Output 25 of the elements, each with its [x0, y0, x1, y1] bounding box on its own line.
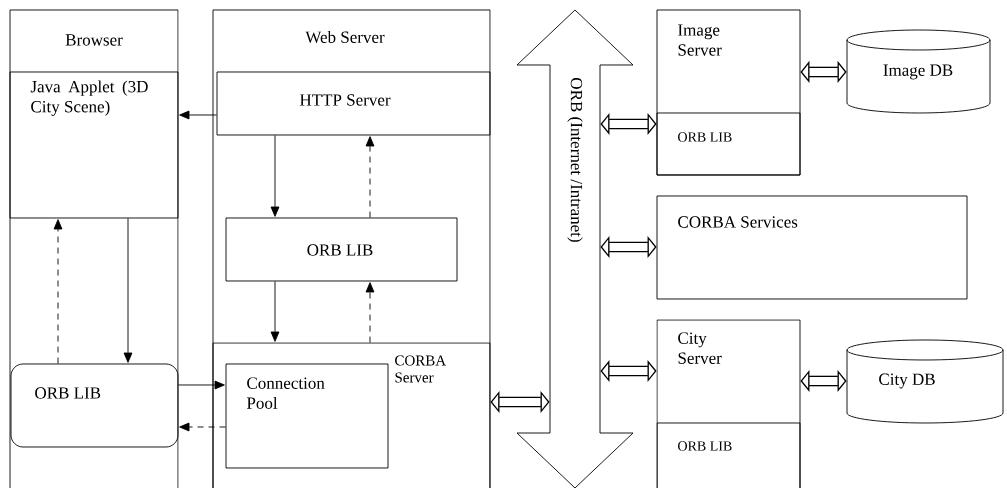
arrow [600, 112, 657, 136]
component-box: ORB LIB [225, 217, 458, 282]
service-box: CORBA Services [656, 195, 968, 300]
database-cylinder: City DB [846, 339, 1004, 424]
arrow [365, 282, 375, 343]
arrow [365, 136, 375, 218]
arrow [600, 359, 657, 383]
component-box: Java Applet (3D City Scene) [9, 71, 179, 219]
arrow [179, 110, 217, 120]
component-box: ORB LIB [656, 422, 801, 488]
arrow [123, 218, 133, 363]
rounded-box: ORB LIB [10, 363, 179, 448]
arrow [490, 390, 550, 414]
component-box: HTTP Server [216, 71, 491, 136]
arrow [800, 60, 847, 84]
component-box: ORB LIB [656, 112, 801, 176]
arrow [270, 135, 280, 217]
component-box: Connection Pool [225, 363, 389, 469]
arrow [800, 369, 847, 393]
arrow [179, 422, 226, 432]
arrow [53, 219, 63, 364]
database-cylinder: Image DB [846, 29, 991, 114]
arrow [178, 380, 225, 390]
arrow [600, 235, 657, 259]
arrow [270, 281, 280, 342]
